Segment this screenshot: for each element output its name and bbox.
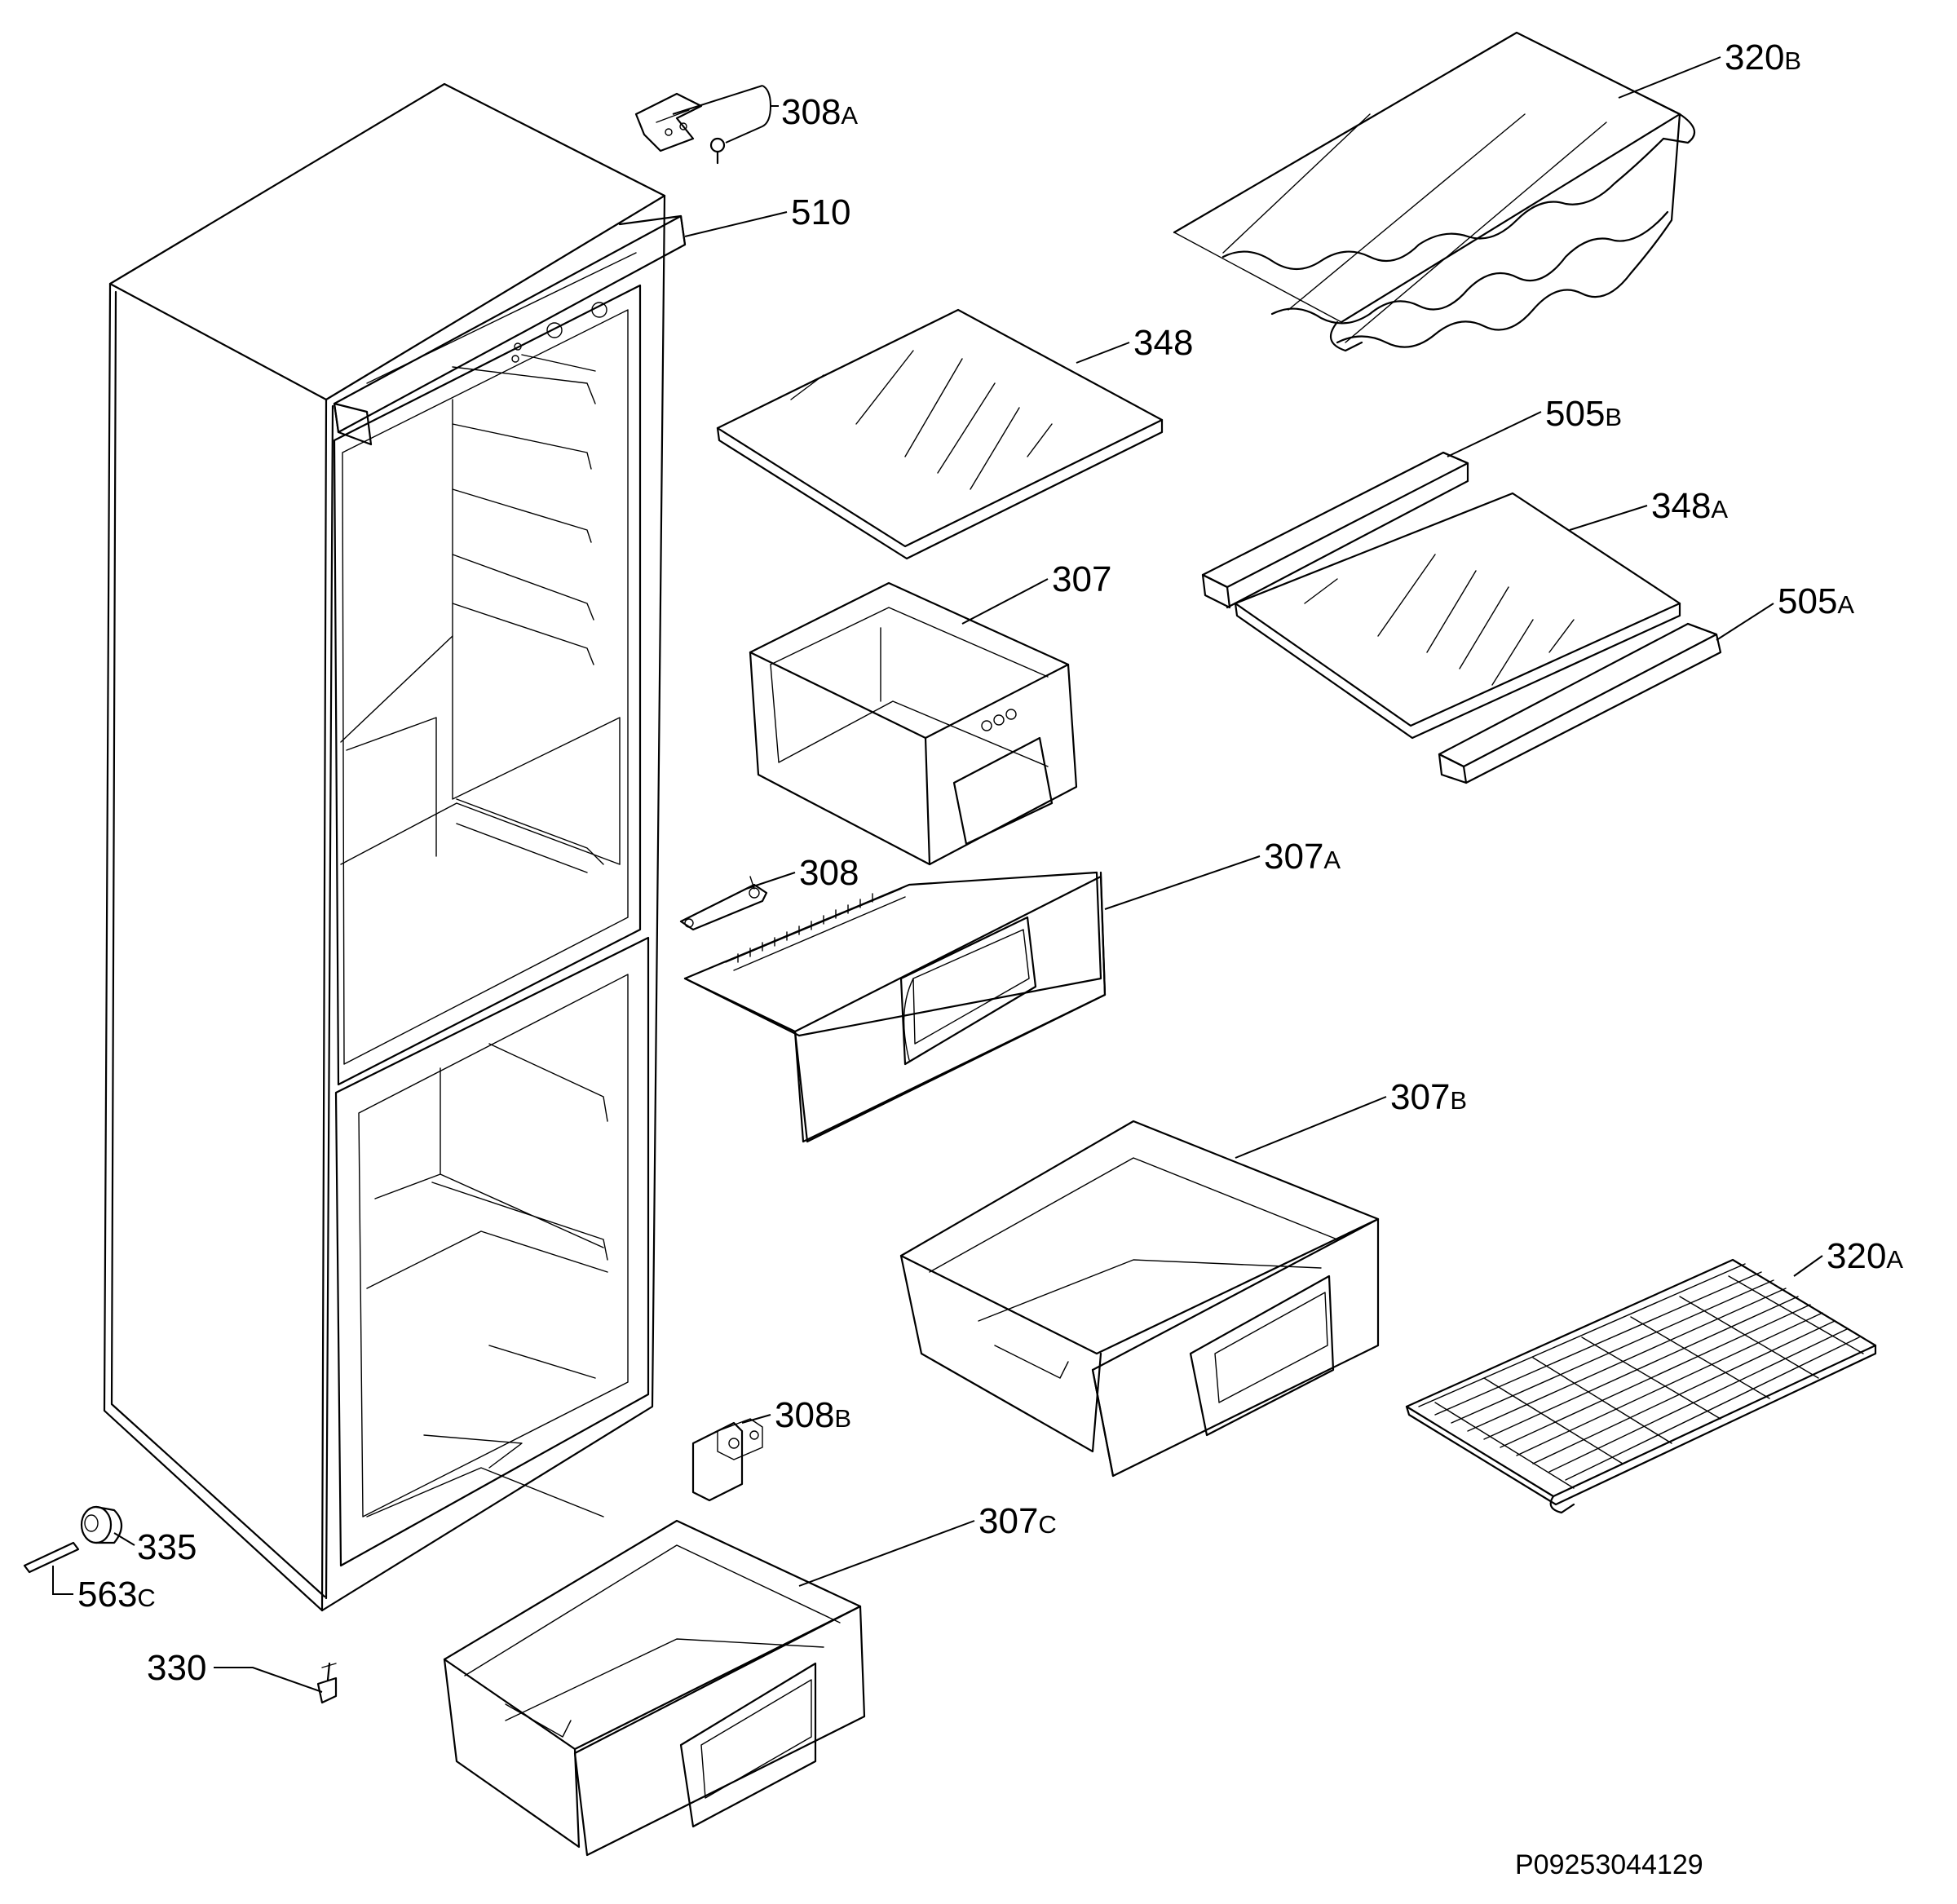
label-330: 330 — [147, 1648, 206, 1688]
foot-335 — [80, 1505, 123, 1544]
label-505a: 505A — [1778, 581, 1854, 621]
shelf-trim-505b — [1201, 451, 1469, 609]
leader-lines — [52, 56, 1823, 1693]
label-307b: 307B — [1390, 1077, 1467, 1117]
label-348a: 348A — [1651, 486, 1728, 526]
screw-330 — [316, 1662, 338, 1704]
label-348: 348 — [1133, 323, 1193, 363]
glass-shelf-348a — [1234, 492, 1681, 740]
drawing-code: P09253044129 — [1515, 1849, 1703, 1880]
label-307: 307 — [1052, 559, 1111, 599]
wine-rack-320b — [1173, 31, 1696, 352]
part-labels: 308A 510 320B 348 505B 348A 307 505A 308… — [77, 38, 1903, 1880]
label-308: 308 — [799, 853, 859, 893]
label-335: 335 — [137, 1527, 197, 1567]
label-505b: 505B — [1545, 394, 1622, 434]
pin-563c — [23, 1541, 80, 1574]
drawer-307a — [683, 871, 1107, 1143]
label-308b: 308B — [775, 1395, 851, 1435]
label-510: 510 — [791, 192, 850, 232]
label-307a: 307A — [1264, 837, 1341, 877]
label-308a: 308A — [781, 92, 858, 132]
freezer-drawer-307b — [899, 1120, 1380, 1478]
wire-shelf-320a — [1405, 1258, 1877, 1514]
dairy-box-307 — [749, 581, 1078, 866]
label-320a: 320A — [1827, 1236, 1903, 1276]
label-563c: 563C — [77, 1575, 156, 1615]
label-320b: 320B — [1725, 38, 1801, 77]
label-307c: 307C — [978, 1501, 1057, 1541]
hinge-bracket-308a — [634, 92, 726, 165]
glass-shelf-348 — [716, 308, 1164, 560]
shelf-trim-505a — [1438, 622, 1722, 784]
fridge-cabinet — [103, 82, 687, 1612]
hinge-308 — [679, 876, 768, 931]
drawer-307c — [443, 1519, 866, 1857]
hinge-308b — [691, 1418, 763, 1502]
